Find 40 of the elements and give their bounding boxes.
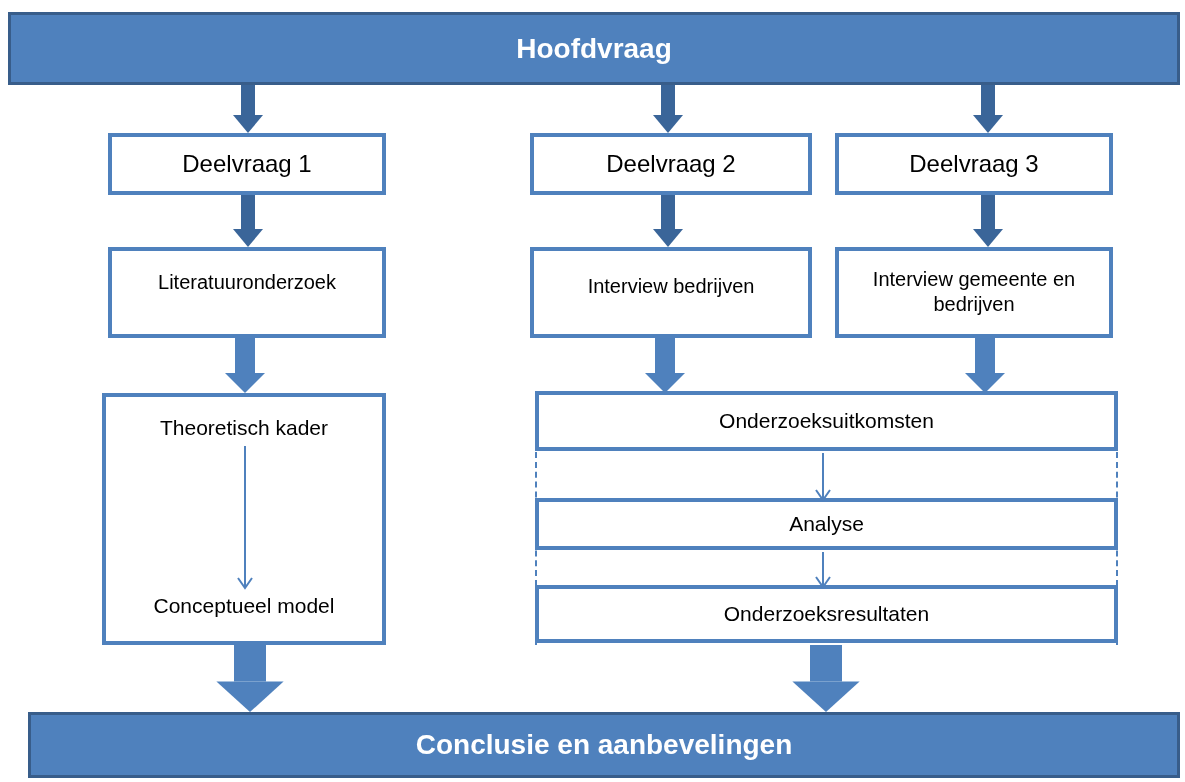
block-arrow: [216, 645, 284, 712]
process-box: [108, 247, 386, 338]
box-label: Onderzoeksresultaten: [723, 601, 930, 628]
step-label: Theoretisch kader: [130, 410, 358, 446]
header-bar: [8, 12, 1180, 85]
process-box: [530, 133, 812, 195]
thin-arrow: [815, 551, 831, 588]
box-label: Analyse: [789, 511, 864, 538]
box-label: Onderzoeksuitkomsten: [719, 408, 934, 435]
box-label: Interview gemeente en bedrijven: [871, 267, 1077, 317]
process-box: [835, 133, 1113, 195]
block-arrow: [653, 195, 683, 247]
block-arrow: [973, 85, 1003, 133]
block-arrow: [233, 195, 263, 247]
block-arrow: [973, 195, 1003, 247]
footer-bar: [28, 712, 1180, 778]
box-label: Hoofdvraag: [516, 31, 672, 66]
thin-arrow: [815, 452, 831, 501]
box-label: Deelvraag 2: [606, 149, 736, 179]
block-arrow: [965, 338, 1005, 393]
process-box: [108, 133, 386, 195]
box-label: Interview bedrijven: [587, 274, 755, 299]
thin-arrow: [237, 445, 253, 589]
block-arrow: [645, 338, 685, 393]
process-box: [835, 247, 1113, 338]
box-label: Deelvraag 1: [182, 149, 312, 179]
block-arrow: [792, 645, 860, 712]
process-box: [535, 498, 1118, 550]
step-label: Conceptueel model: [120, 588, 368, 624]
process-box: [102, 393, 386, 645]
box-label: Deelvraag 3: [909, 149, 1039, 179]
process-box: [530, 247, 812, 338]
dashed-group-outline: [535, 393, 1118, 645]
box-label: Literatuuronderzoek: [158, 270, 336, 295]
block-arrow: [225, 338, 265, 393]
process-box: [535, 585, 1118, 643]
block-arrow: [233, 85, 263, 133]
process-box: [535, 391, 1118, 451]
block-arrow: [653, 85, 683, 133]
box-label: Conclusie en aanbevelingen: [415, 728, 793, 762]
